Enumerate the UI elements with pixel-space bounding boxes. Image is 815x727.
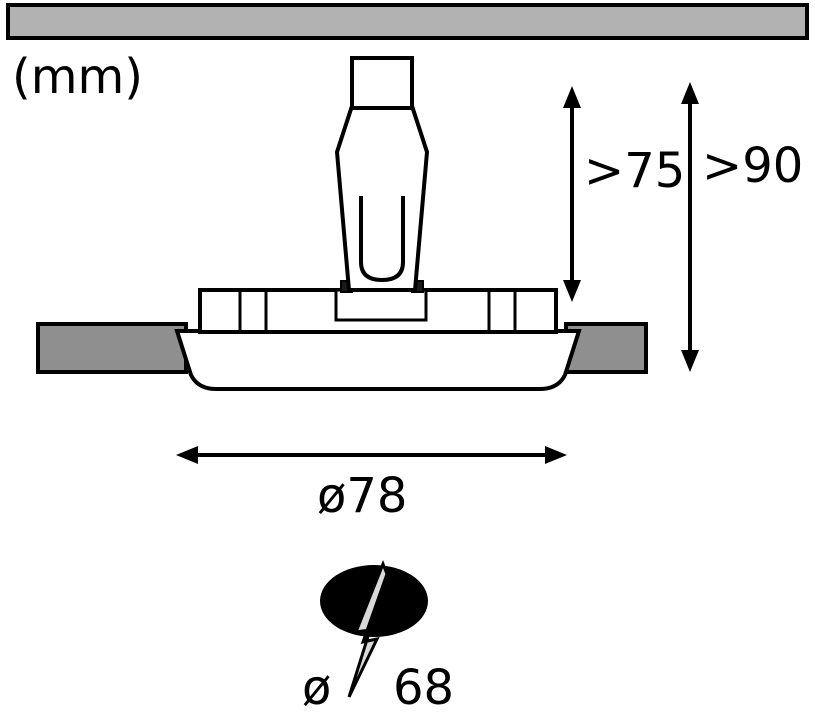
- dimension-install-depth: >90: [681, 82, 803, 372]
- cutout-diameter-symbol: ø: [302, 660, 331, 716]
- dimension-label-fixture-diameter: ø78: [317, 468, 407, 524]
- dimension-recess-depth: >75: [563, 86, 685, 302]
- lightning-bolt-icon: [347, 559, 389, 698]
- dimension-label-recess-depth: >75: [584, 143, 685, 199]
- ceiling-section-left: [36, 322, 188, 374]
- cutout-diameter-value: 68: [393, 660, 454, 716]
- dimension-label-install-depth: >90: [702, 138, 803, 194]
- arrow-up-icon: [563, 86, 581, 108]
- arrow-right-icon: [545, 446, 567, 464]
- cable-sleeve: [350, 56, 414, 110]
- lamp-socket: [359, 196, 405, 283]
- arrow-down-icon: [563, 280, 581, 302]
- arrow-left-icon: [176, 446, 198, 464]
- socket-housing: [334, 104, 430, 292]
- ceiling-panel: [6, 3, 809, 40]
- arrow-down-icon: [681, 350, 699, 372]
- cutout-icon: ø 68: [302, 559, 454, 716]
- trim-flange: [174, 329, 582, 391]
- unit-label: (mm): [12, 49, 143, 105]
- arrow-up-icon: [681, 82, 699, 104]
- socket-pedestal: [334, 288, 428, 322]
- dimension-fixture-diameter: ø78: [176, 446, 567, 524]
